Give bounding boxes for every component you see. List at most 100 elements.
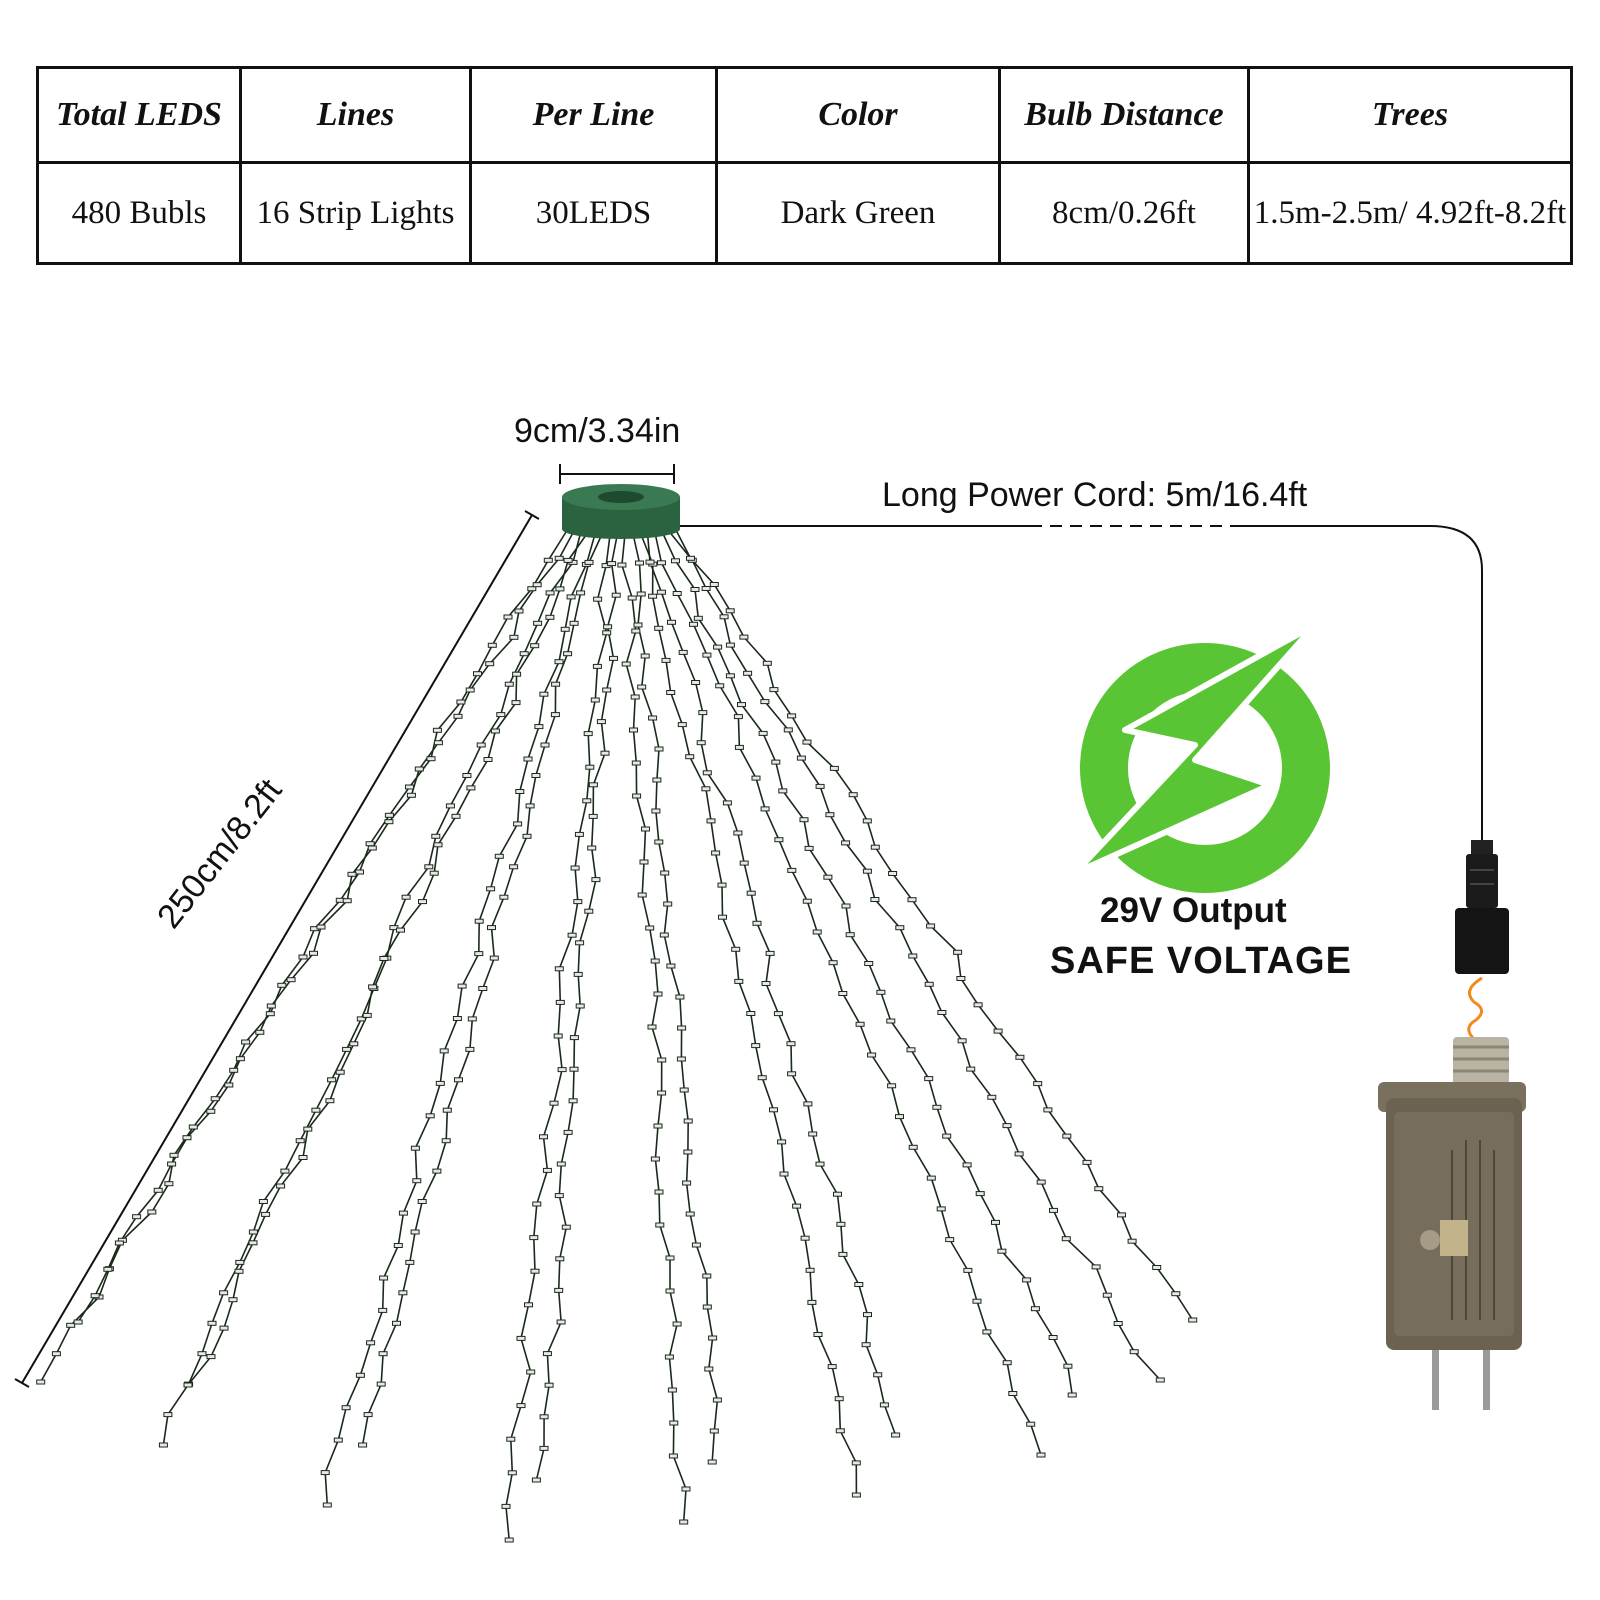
led-bulb [280, 1168, 290, 1174]
led-bulb [566, 594, 576, 600]
led-bulb [504, 681, 514, 687]
led-bulb [515, 789, 525, 794]
led-bulb [650, 1156, 660, 1162]
led-bulb [384, 819, 394, 825]
led-bulb [516, 1403, 526, 1409]
led-bulb [333, 1437, 343, 1443]
led-bulb [516, 1335, 526, 1341]
led-bulb [607, 561, 617, 567]
led-bulb [219, 1290, 229, 1296]
led-bulb [746, 890, 756, 896]
led-bulb [527, 586, 537, 592]
length-dimension-line [14, 510, 540, 1388]
led-bulb [1067, 1392, 1077, 1398]
output-voltage-label: 29V Output [1100, 891, 1287, 930]
led-bulb [309, 950, 318, 956]
led-strand [654, 531, 1042, 1456]
led-bulb [851, 1492, 861, 1498]
led-bulb [702, 1273, 712, 1279]
led-bulb [734, 744, 744, 750]
led-bulb [368, 984, 378, 990]
led-bulb [637, 684, 647, 690]
power-cord-label: Long Power Cord: 5m/16.4ft [882, 476, 1308, 514]
led-bulb [496, 712, 506, 718]
value-total-leds: 480 Bubls [36, 161, 242, 265]
led-bulb [731, 946, 741, 952]
led-bulb [555, 1256, 565, 1262]
led-bulb [325, 1098, 335, 1104]
led-bulb [560, 626, 570, 632]
led-bulb [158, 1442, 168, 1448]
led-bulb [648, 593, 658, 599]
led-bulb [525, 803, 535, 809]
led-bulb [1155, 1377, 1165, 1383]
led-bulb [457, 983, 467, 989]
led-bulb [563, 651, 573, 657]
led-bulb [709, 582, 719, 587]
led-bulb [698, 710, 708, 716]
led-bulb [410, 1145, 420, 1151]
led-bulb [473, 671, 482, 677]
led-bulb [522, 833, 532, 839]
led-bulb [261, 1211, 271, 1217]
led-bulb [924, 981, 934, 987]
led-bulb [542, 1351, 552, 1357]
led-bulb [937, 1010, 947, 1015]
led-bulb [660, 870, 670, 876]
led-bulb [398, 1210, 408, 1216]
led-bulb [596, 719, 606, 725]
led-bulb [654, 625, 664, 631]
led-bulb [712, 1397, 722, 1403]
led-bulb [651, 808, 661, 814]
led-bulb [478, 986, 488, 991]
led-bulb [719, 614, 729, 620]
led-bulb [701, 786, 711, 792]
led-bulb [266, 1003, 276, 1009]
led-bulb [441, 1138, 451, 1144]
led-bulb [632, 793, 642, 799]
led-bulb [474, 918, 484, 924]
led-bulb [639, 859, 649, 865]
led-bulb [454, 1077, 463, 1083]
led-bulb [870, 844, 880, 850]
top-width-label: 9cm/3.34in [514, 412, 681, 450]
led-bulb [219, 1325, 229, 1331]
led-bulb [1129, 1349, 1139, 1355]
led-bulb [1036, 1452, 1046, 1458]
led-bulb [442, 1107, 452, 1113]
led-bulb [417, 1199, 427, 1204]
led-bulb [531, 1477, 541, 1483]
led-bulb [509, 864, 519, 870]
led-bulb [567, 932, 577, 938]
led-bulb [445, 803, 455, 809]
value-trees: 1.5m-2.5m/ 4.92ft-8.2ft [1247, 161, 1573, 265]
value-per-line: 30LEDS [469, 161, 718, 265]
led-bulb [544, 1382, 554, 1388]
led-bulb [490, 728, 500, 734]
led-bulb [702, 770, 712, 776]
led-bulb [432, 727, 442, 733]
led-bulb [709, 1428, 719, 1434]
led-bulb [627, 595, 637, 601]
led-bulb [812, 929, 822, 935]
led-bulb [686, 555, 695, 561]
led-bulb [183, 1382, 193, 1388]
led-bulb [708, 1335, 718, 1341]
led-bulb [349, 1041, 359, 1047]
led-bulb [453, 713, 463, 719]
led-bulb [841, 840, 851, 846]
led-bulb [657, 1090, 667, 1096]
led-bulb [503, 614, 513, 620]
led-bulb [103, 1266, 113, 1272]
led-bulb [886, 1018, 896, 1024]
led-bulb [945, 1237, 955, 1243]
led-bulb [465, 687, 475, 693]
led-bulb [424, 864, 434, 870]
led-bulb [957, 1038, 967, 1044]
led-bulb [433, 842, 443, 848]
led-bulb [667, 1387, 677, 1393]
led-bulb [561, 1224, 571, 1230]
led-bulb [804, 845, 814, 851]
led-bulb [805, 1267, 815, 1273]
led-bulb [534, 724, 544, 730]
